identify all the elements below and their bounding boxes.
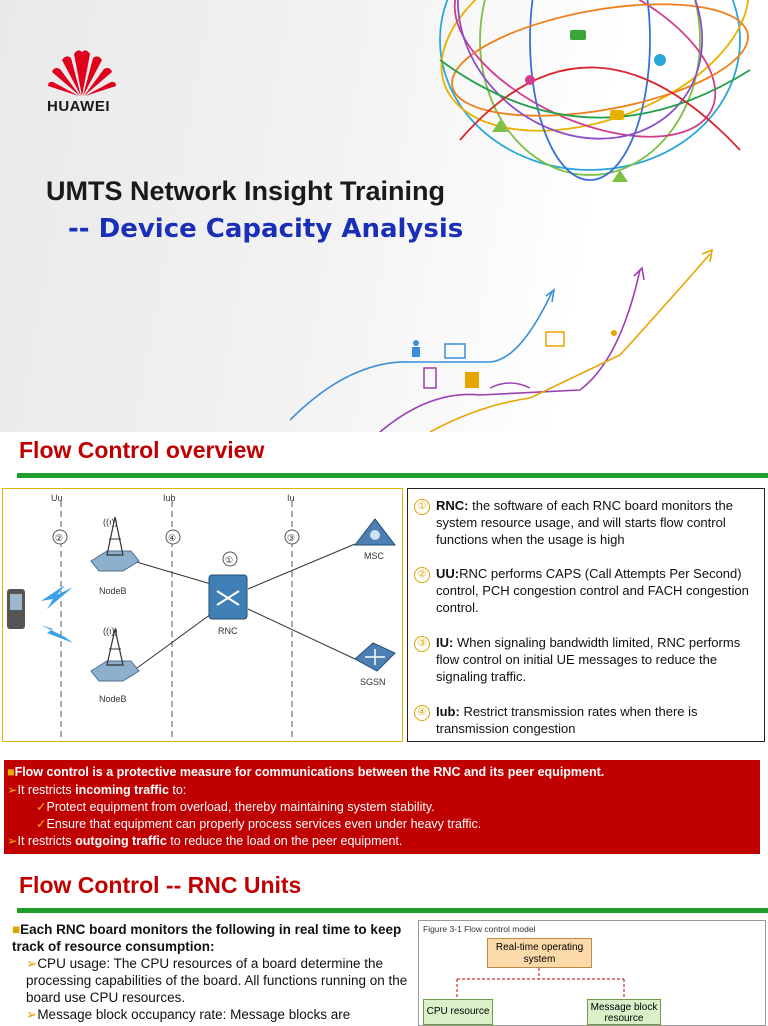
marker-iu: ③ — [287, 533, 295, 543]
nodeb-label: NodeB — [99, 586, 127, 596]
summary-line: ➢It restricts incoming traffic to: — [7, 783, 187, 797]
sub-bullet-text: ➢Message block occupancy rate: Message b… — [26, 1007, 351, 1022]
figure-caption: Figure 3-1 Flow control model — [423, 924, 536, 934]
slide-title: Flow Control -- RNC Units — [19, 872, 302, 898]
note-iub: ④ Iub: Restrict transmission rates when … — [414, 703, 754, 736]
marker-uu: ② — [55, 533, 63, 543]
nodeb-label: NodeB — [99, 694, 127, 704]
nodeb-icon: ((ı)) — [90, 516, 140, 572]
huawei-logo-icon — [48, 50, 116, 96]
marker-rnc: ① — [225, 555, 233, 565]
slide-subtitle: -- Device Capacity Analysis — [68, 214, 464, 244]
brand-name: HUAWEI — [47, 98, 110, 115]
sgsn-label: SGSN — [360, 677, 386, 687]
flow-control-summary-box: ■Flow control is a protective measure fo… — [4, 760, 760, 854]
rnc-icon — [208, 574, 248, 620]
note-rnc: ① RNC: the software of each RNC board mo… — [414, 497, 754, 547]
bullet-text: ■Each RNC board monitors the following i… — [12, 922, 402, 954]
notes-panel: ① RNC: the software of each RNC board mo… — [407, 488, 765, 742]
summary-line: ■Flow control is a protective measure fo… — [7, 765, 605, 779]
summary-line: ✓Ensure that equipment can properly proc… — [36, 817, 482, 831]
marker-iub: ④ — [168, 533, 176, 543]
wireless-signal-icon — [41, 585, 73, 643]
note-iu: ③ IU: When signaling bandwidth limited, … — [414, 634, 754, 684]
flow-control-model-figure: Figure 3-1 Flow control model Real-time … — [418, 920, 766, 1026]
network-diagram: Uu Iub Iu ② ④ ① ③ — [2, 488, 403, 742]
title-underline — [17, 908, 768, 913]
interface-label-uu: Uu — [51, 493, 63, 503]
summary-line: ➢It restricts outgoing traffic to reduce… — [7, 834, 403, 848]
mobile-phone-icon — [7, 589, 25, 629]
summary-line: ✓Protect equipment from overload, thereb… — [36, 800, 435, 814]
rnc-units-slide: Flow Control -- RNC Units ■Each RNC boar… — [0, 864, 768, 1026]
svg-text:((ı)): ((ı)) — [103, 626, 118, 636]
slide-title: UMTS Network Insight Training — [46, 176, 446, 206]
sgsn-icon — [354, 642, 396, 672]
os-box: Real-time operating system — [487, 938, 592, 968]
title-slide: HUAWEI — [0, 0, 768, 432]
msc-label: MSC — [364, 551, 385, 561]
nodeb-icon: ((ı)) — [90, 626, 140, 682]
slide-title: Flow Control overview — [19, 437, 265, 463]
globe-graphic — [439, 0, 751, 182]
svg-text:((ı)): ((ı)) — [103, 517, 118, 527]
rnc-label: RNC — [218, 626, 238, 636]
message-block-resource-box: Message block resource — [587, 999, 661, 1025]
msc-icon — [353, 518, 397, 546]
growth-arrows-graphic — [290, 248, 714, 432]
note-uu: ② UU:RNC performs CAPS (Call Attempts Pe… — [414, 565, 754, 615]
title-underline — [17, 473, 768, 478]
sub-bullet-text: ➢CPU usage: The CPU resources of a board… — [26, 956, 408, 1005]
interface-label-iub: Iub — [163, 493, 176, 503]
interface-label-iu: Iu — [287, 493, 295, 503]
cpu-resource-box: CPU resource — [423, 999, 493, 1025]
flow-control-overview-slide: Flow Control overview Uu Iub Iu ② ④ ① ③ — [0, 432, 768, 864]
